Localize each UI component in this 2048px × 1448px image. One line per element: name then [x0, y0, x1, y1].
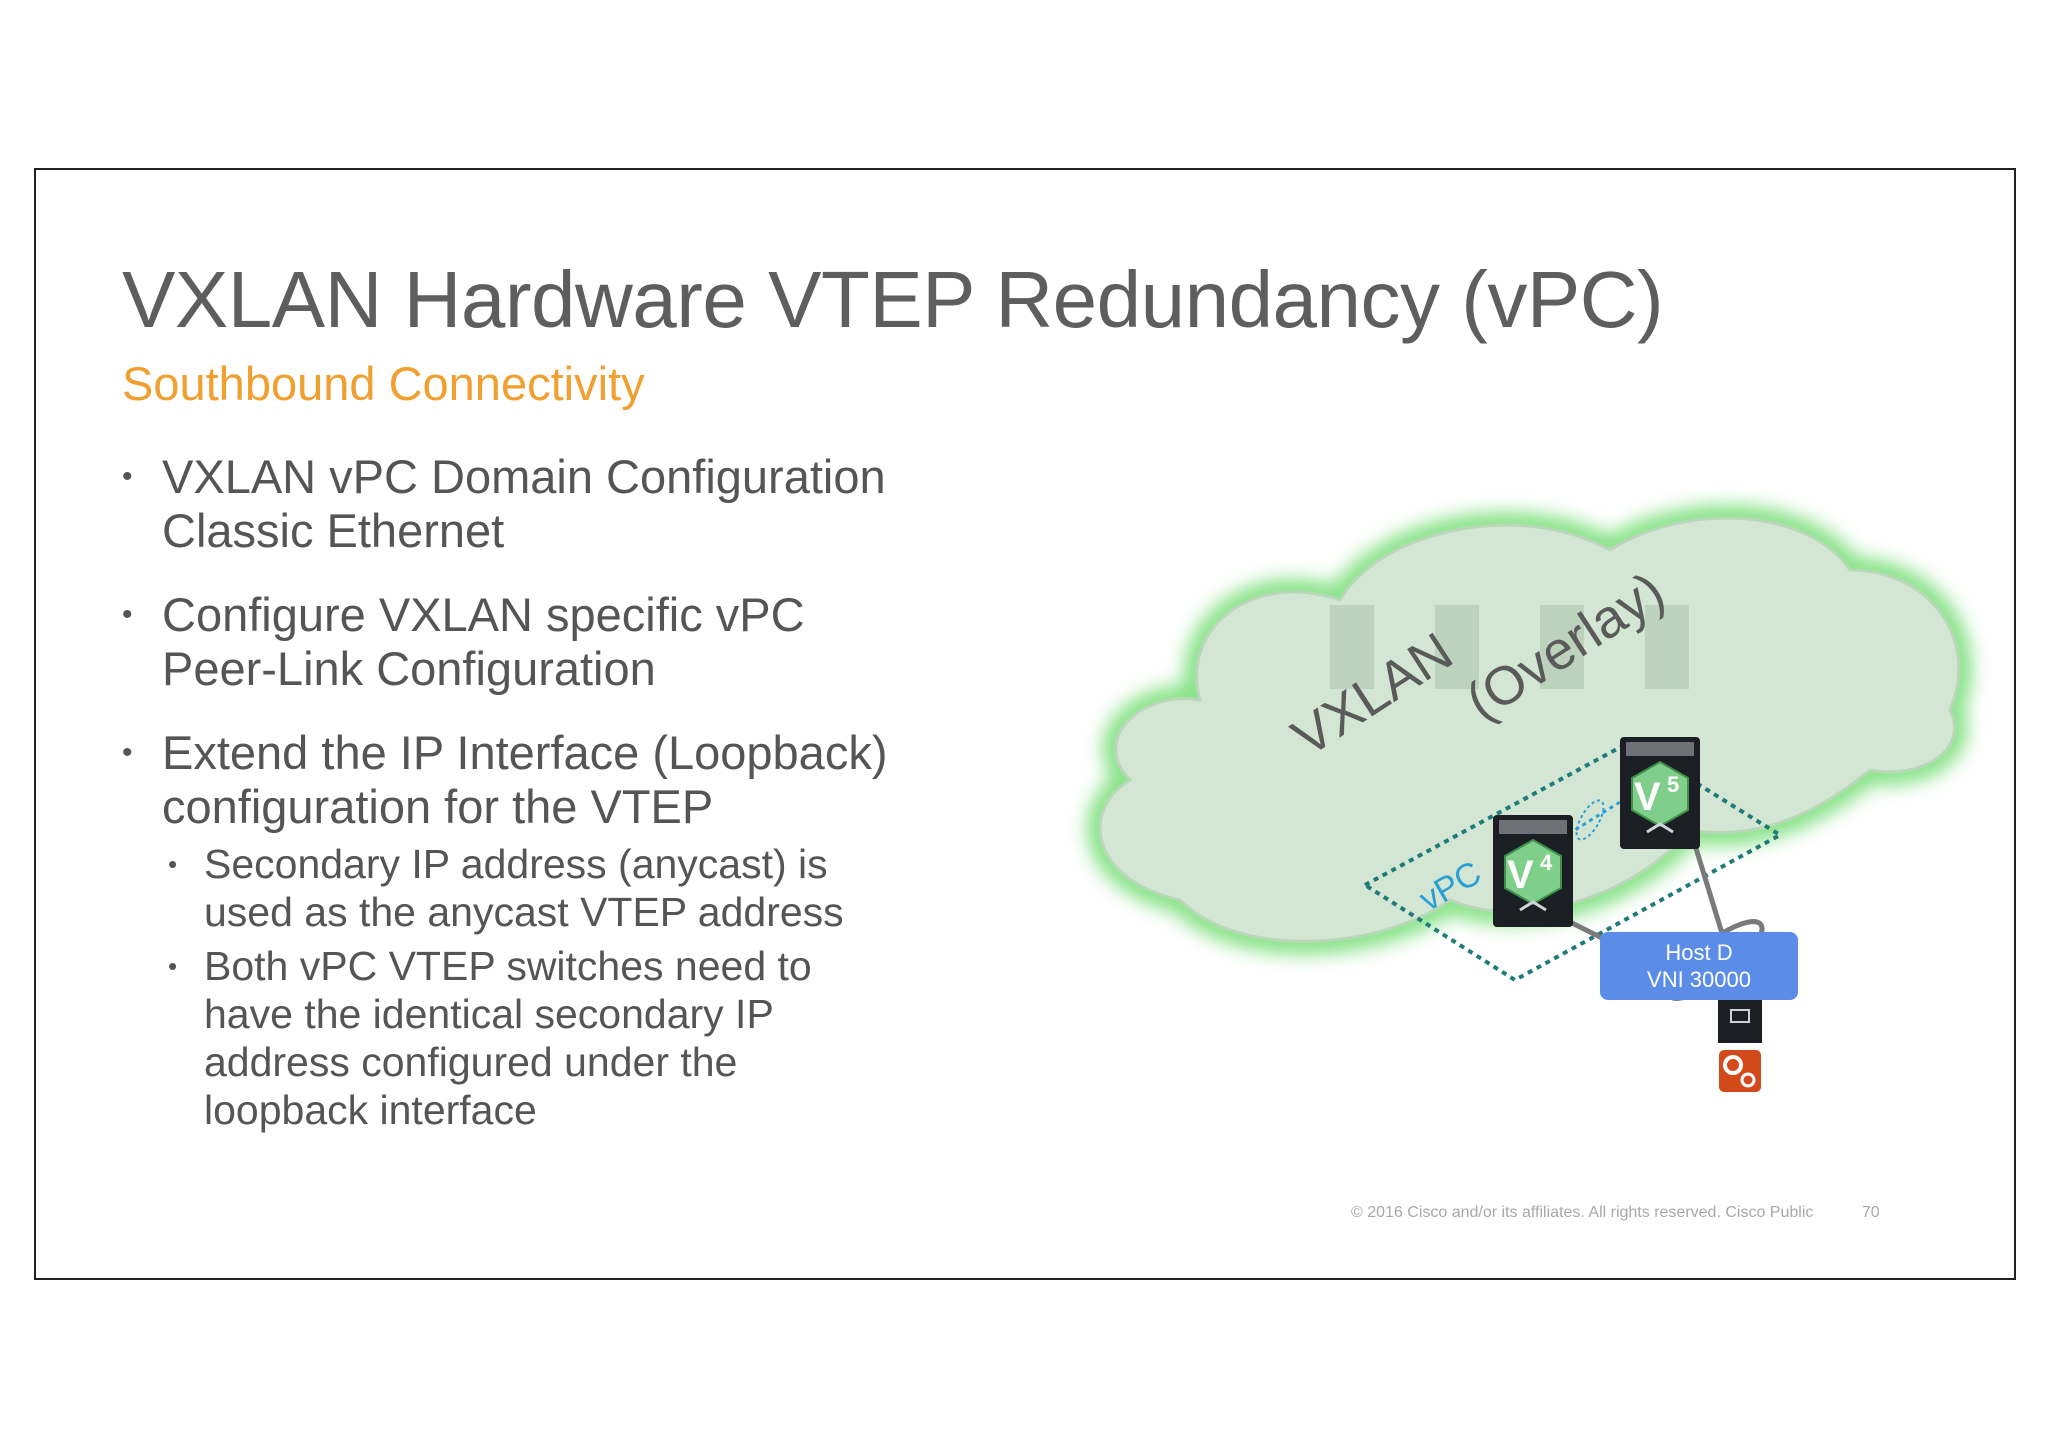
host-vni: VNI 30000	[1647, 967, 1751, 992]
vpc-domain-outline	[1361, 739, 1784, 983]
bullet-item: • Extend the IP Interface (Loopback) con…	[118, 726, 1018, 834]
bullet-glyph: •	[122, 598, 133, 631]
slide-title: VXLAN Hardware VTEP Redundancy (vPC)	[122, 255, 1664, 344]
peer-link-bundle	[1575, 799, 1605, 841]
bullet-glyph: •	[122, 736, 133, 769]
bullet-line: Both vPC VTEP switches need to	[204, 943, 812, 989]
host-d-label-box: Host D VNI 30000	[1600, 932, 1798, 1000]
faint-switch-icons	[1330, 605, 1689, 689]
bullet-glyph: •	[122, 460, 133, 493]
slide-subtitle: Southbound Connectivity	[122, 357, 645, 410]
bullet-line: Extend the IP Interface (Loopback)	[162, 726, 888, 779]
vtep-v4-letter: V	[1507, 853, 1534, 897]
vxlan-vpc-diagram: VXLAN (Overlay) vPC V 4 V 5	[1087, 505, 1972, 1092]
bullet-line: address configured under the	[204, 1039, 738, 1085]
bullet-glyph: •	[168, 849, 178, 879]
vtep-switch-v5: V 5	[1620, 737, 1700, 849]
bullet-glyph: •	[168, 951, 178, 981]
page-number: 70	[1861, 1204, 1880, 1221]
bullet-item: • Configure VXLAN specific vPC Peer-Link…	[118, 588, 1018, 696]
vtep-v5-letter: V	[1634, 775, 1661, 819]
bullet-line: used as the anycast VTEP address	[204, 889, 844, 935]
sub-bullet-item: • Secondary IP address (anycast) is used…	[118, 840, 1018, 936]
vtep-v5-number: 5	[1667, 772, 1679, 797]
slide-footer: © 2016 Cisco and/or its affiliates. All …	[1351, 1204, 1880, 1222]
bullet-line: Classic Ethernet	[162, 504, 505, 557]
bullet-line: Peer-Link Configuration	[162, 642, 656, 695]
bullet-line: Secondary IP address (anycast) is	[204, 841, 828, 887]
bullet-line: loopback interface	[204, 1087, 537, 1133]
host-name: Host D	[1665, 940, 1733, 965]
bullet-item: • VXLAN vPC Domain Configuration Classic…	[118, 450, 1018, 558]
sub-bullet-item: • Both vPC VTEP switches need to have th…	[118, 942, 1018, 1134]
copyright-text: © 2016 Cisco and/or its affiliates. All …	[1351, 1204, 1814, 1221]
vtep-v4-number: 4	[1540, 850, 1553, 875]
cloud-shape	[1098, 516, 1961, 943]
bullet-line: have the identical secondary IP	[204, 991, 774, 1037]
bullet-line: VXLAN vPC Domain Configuration	[162, 450, 886, 503]
vtep-switch-v4: V 4	[1493, 815, 1573, 927]
application-icon	[1719, 1050, 1761, 1092]
bullet-line: configuration for the VTEP	[162, 780, 714, 833]
bullet-line: Configure VXLAN specific vPC	[162, 588, 805, 641]
bullet-list: • VXLAN vPC Domain Configuration Classic…	[118, 450, 1018, 1140]
